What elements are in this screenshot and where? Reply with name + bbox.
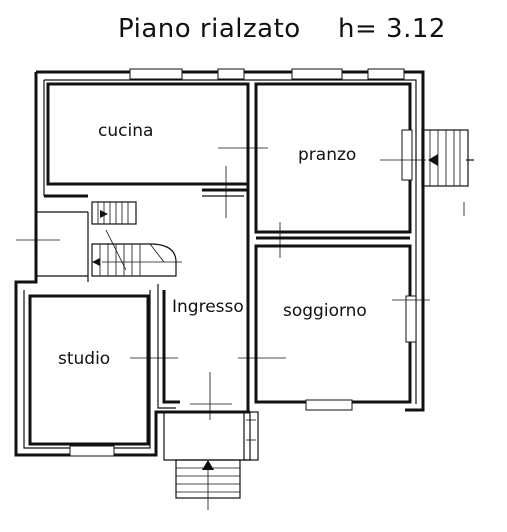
room-study: studio (28, 294, 150, 446)
room-label-study: studio (58, 349, 110, 369)
room-kitchen: cucina (46, 82, 250, 186)
plan-title: Piano rialzato (118, 14, 301, 44)
room-label-dining: pranzo (298, 145, 356, 165)
entrance-porch (163, 411, 259, 510)
room-entrance: Ingresso (157, 184, 250, 412)
exterior-stair-east (421, 129, 474, 187)
interior-stair (91, 201, 182, 277)
room-label-entrance: Ingresso (172, 297, 244, 317)
door-markers (16, 147, 465, 420)
room-label-living: soggiorno (283, 301, 367, 321)
room-living: soggiorno (254, 244, 412, 404)
windows (69, 68, 417, 457)
room-label-kitchen: cucina (98, 121, 153, 141)
outer-walls (14, 70, 425, 457)
room-dining: pranzo (254, 82, 412, 234)
ceiling-height-label: h= 3.12 (338, 14, 446, 44)
